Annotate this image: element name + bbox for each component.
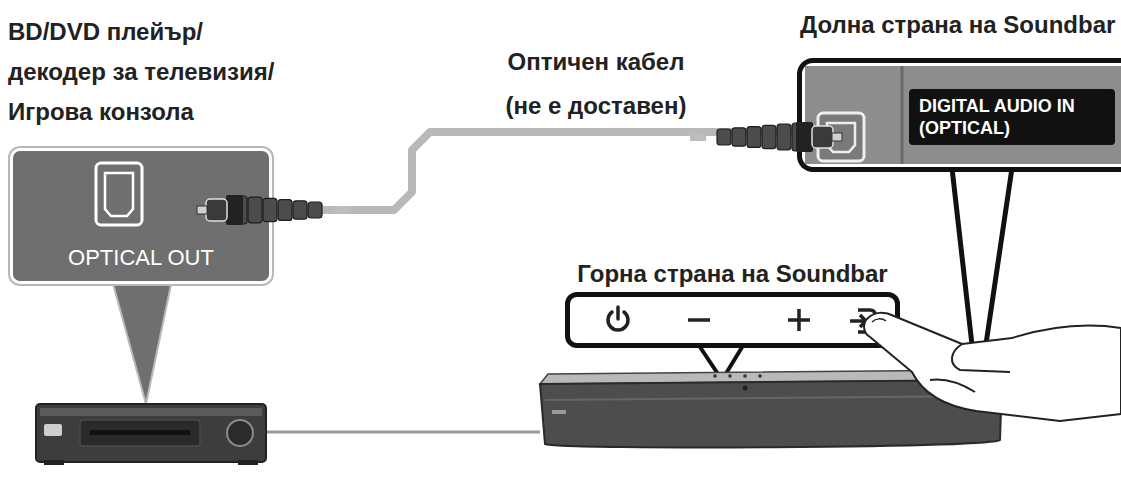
node-illustration (570, 297, 895, 343)
cable-label: Оптичен кабел (не е доставен) (498, 40, 694, 128)
soundbar (540, 370, 1002, 447)
dvd-player-part (44, 424, 62, 436)
volume-up-button (788, 309, 810, 331)
optical-plug-part (226, 195, 243, 225)
volume-up-button-part (797, 309, 801, 331)
optical-plug-part (333, 206, 349, 214)
optical-plug-part (732, 128, 746, 146)
optical-plug (690, 122, 842, 152)
dvd-player-part (227, 420, 253, 446)
dvd-player-part (36, 404, 266, 462)
soundbar-part (758, 374, 762, 378)
optical-plug-part (293, 201, 307, 219)
power-button (608, 307, 628, 330)
dvd-player-part (80, 420, 200, 446)
optical-plug-part (796, 122, 813, 152)
soundbar-part (552, 410, 566, 414)
callout-heading: Горна страна на Soundbar (577, 260, 887, 288)
panel-divider (901, 66, 904, 164)
power-button-part (616, 307, 620, 319)
dvd-player-part (44, 460, 64, 465)
dvd-player-part (238, 460, 258, 465)
overview-cable (262, 431, 540, 434)
optical-plug-part (308, 202, 322, 218)
input-button-part (850, 315, 866, 327)
port-name-plate: DIGITAL AUDIO IN (OPTICAL) (909, 89, 1115, 145)
soundbar-top-callout: Горна страна на Soundbar (565, 292, 900, 348)
optical-plug-part (263, 198, 277, 221)
callout-tail (952, 168, 1012, 398)
volume-down-button (688, 318, 710, 322)
hand (864, 313, 1121, 421)
input-button (850, 310, 875, 332)
optical-port-part (105, 173, 133, 216)
optical-plug-part (812, 126, 833, 148)
callout-tail (112, 280, 172, 404)
dvd-player-part (40, 408, 262, 416)
soundbar-part (545, 396, 1000, 400)
optical-port-part (96, 163, 142, 225)
optical-plug-part (278, 200, 292, 221)
optical-plug-part (762, 125, 776, 148)
optical-plug-part (717, 129, 731, 145)
port-label: DIGITAL AUDIO IN (OPTICAL) (919, 95, 1105, 139)
hand-part (864, 313, 1121, 421)
optical-plug-part (197, 206, 207, 214)
optical-plug-part (248, 197, 262, 223)
optical-plug-part (777, 124, 791, 150)
optical-plug-part (747, 127, 761, 148)
dvd-player-part (90, 430, 190, 435)
soundbar-part (743, 374, 747, 378)
panel (805, 66, 1121, 164)
hand-part (952, 344, 1010, 372)
soundbar-bottom-callout: DIGITAL AUDIO IN (OPTICAL)Долна страна н… (797, 58, 1121, 172)
optical-plug-part (832, 133, 842, 141)
optical-plug-part (206, 199, 227, 221)
port-label: OPTICAL OUT (13, 245, 269, 271)
soundbar-part (713, 374, 717, 378)
optical-plug (197, 195, 349, 225)
hand-part (930, 380, 975, 392)
dvd-player (36, 404, 266, 465)
hand-part (872, 319, 886, 322)
soundbar-part (540, 380, 1002, 447)
soundbar-part (728, 374, 732, 378)
optical-plug-part (690, 133, 706, 141)
optical-port (96, 163, 142, 225)
callout-heading: Долна страна на Soundbar (800, 11, 1115, 39)
optical-out-callout: OPTICAL OUT (10, 148, 272, 284)
soundbar-part (743, 386, 748, 391)
device-label: BD/DVD плейър/ декодер за телевизия/ Игр… (8, 12, 283, 132)
